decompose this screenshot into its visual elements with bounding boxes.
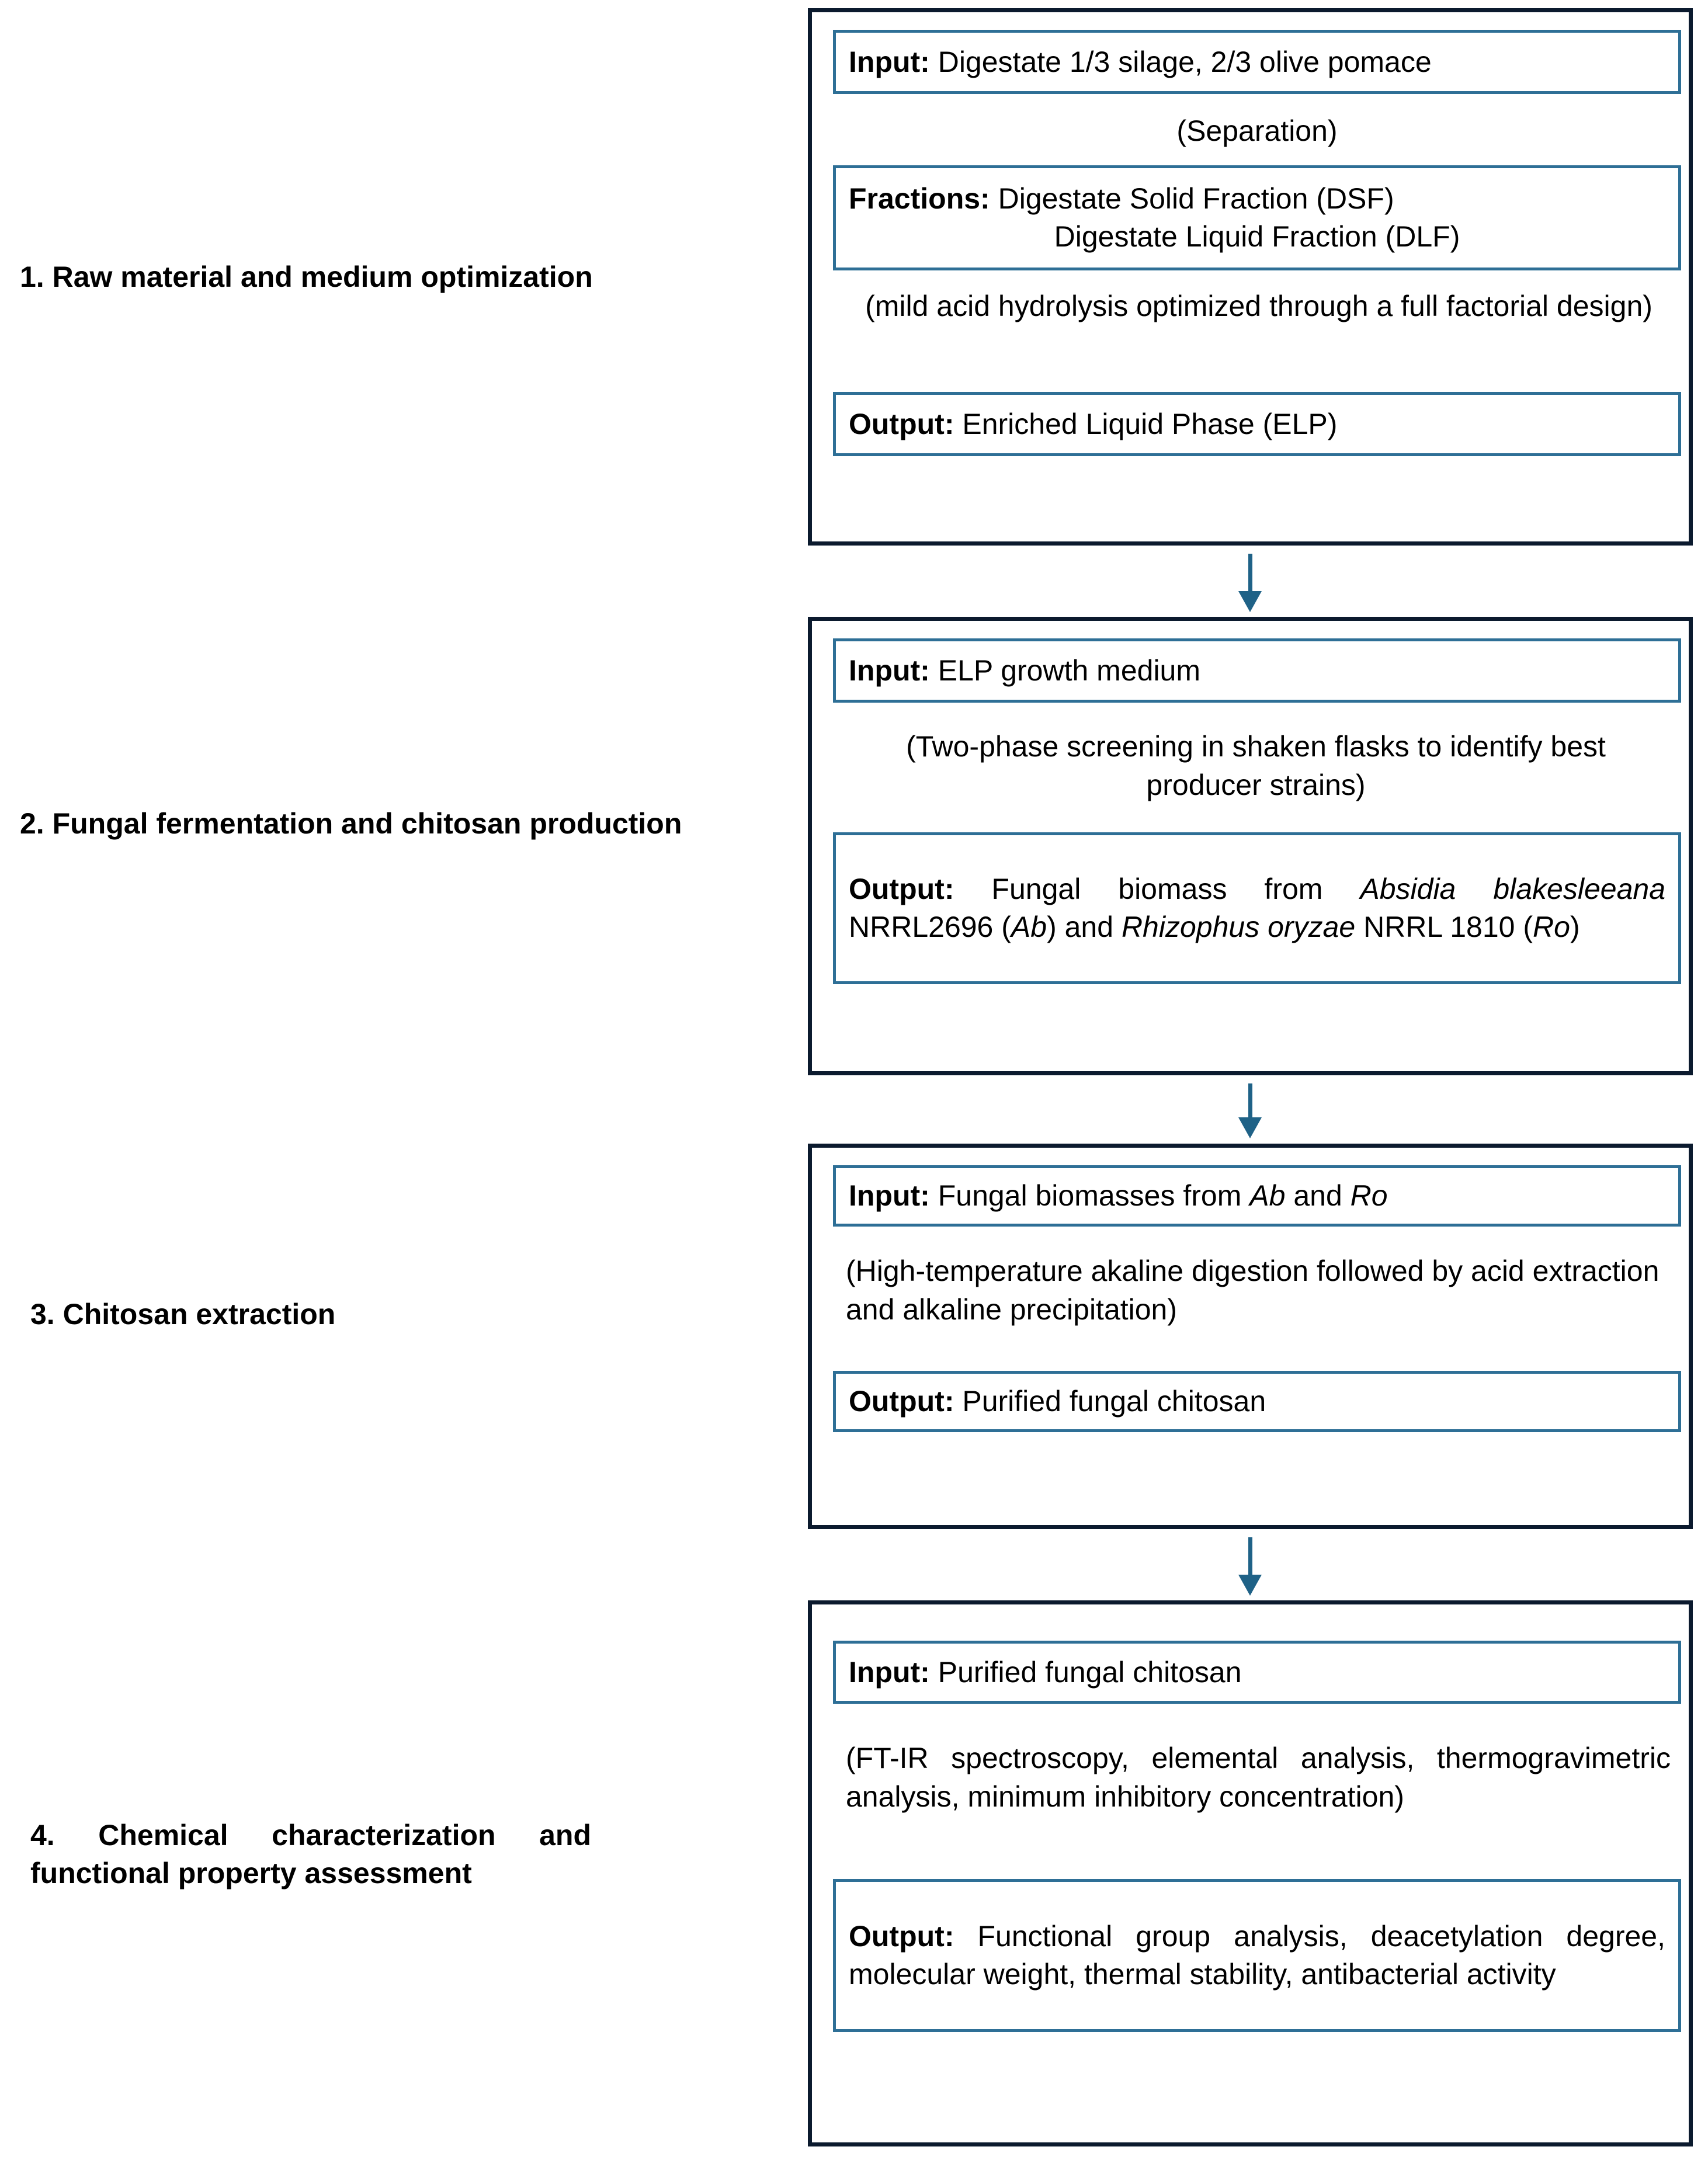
stage1-output-text: Output: Enriched Liquid Phase (ELP) bbox=[836, 405, 1678, 443]
arrow-head-icon bbox=[1238, 591, 1262, 612]
stage1-output-prefix: Output: bbox=[849, 407, 954, 440]
stage4-output-box: Output: Functional group analysis, deace… bbox=[833, 1879, 1681, 2032]
arrow-shaft bbox=[1248, 1537, 1252, 1576]
stage1-input-prefix: Input: bbox=[849, 45, 930, 78]
arrow-stage3-to-stage4 bbox=[1238, 1537, 1262, 1596]
stage3-output-prefix: Output: bbox=[849, 1385, 954, 1418]
stage2-input-prefix: Input: bbox=[849, 654, 930, 687]
stage1-note-hydrolysis: (mild acid hydrolysis optimized through … bbox=[865, 290, 1653, 322]
arrow-head-icon bbox=[1238, 1117, 1262, 1138]
stage2-output-part4: NRRL 1810 ( bbox=[1355, 911, 1533, 943]
stage3-input-text: Input: Fungal biomasses from Ab and Ro bbox=[836, 1177, 1678, 1215]
stage1-output-box: Output: Enriched Liquid Phase (ELP) bbox=[833, 392, 1681, 456]
stage2-output-prefix: Output: bbox=[849, 873, 954, 905]
stage4-output-prefix: Output: bbox=[849, 1920, 954, 1953]
stage2-input-value: ELP growth medium bbox=[929, 654, 1201, 687]
stage2-output-abbr-1: Ab bbox=[1011, 911, 1047, 943]
stage4-input-text: Input: Purified fungal chitosan bbox=[836, 1654, 1678, 1691]
arrow-head-icon bbox=[1238, 1575, 1262, 1596]
stage-box-1: Input: Digestate 1/3 silage, 2/3 olive p… bbox=[808, 8, 1693, 546]
stage2-output-abbr-2: Ro bbox=[1533, 911, 1570, 943]
stage1-fractions-line1: Digestate Solid Fraction (DSF) bbox=[990, 182, 1394, 215]
stage2-output-species-2: Rhizophus oryzae bbox=[1121, 911, 1356, 943]
stage3-output-value: Purified fungal chitosan bbox=[954, 1385, 1266, 1418]
stage1-note-separation: (Separation) bbox=[1176, 114, 1338, 147]
stage2-input-text: Input: ELP growth medium bbox=[836, 652, 1678, 690]
stage-label-3: 3. Chitosan extraction bbox=[30, 1298, 336, 1331]
stage-label-1: 1. Raw material and medium optimization bbox=[20, 260, 593, 293]
stage2-output-text: Output: Fungal biomass from Absidia blak… bbox=[836, 870, 1678, 946]
stage3-input-box: Input: Fungal biomasses from Ab and Ro bbox=[833, 1165, 1681, 1227]
arrow-stage2-to-stage3 bbox=[1238, 1083, 1262, 1139]
arrow-shaft bbox=[1248, 1083, 1252, 1119]
stage3-input-abbr-1: Ab bbox=[1249, 1179, 1286, 1212]
stage2-output-part2: NRRL2696 ( bbox=[849, 911, 1011, 943]
stage-label-2: 2. Fungal fermentation and chitosan prod… bbox=[20, 807, 682, 840]
stage2-note-screening: (Two-phase screening in shaken flasks to… bbox=[906, 730, 1606, 801]
stage-label-4: 4. Chemical characterization and functio… bbox=[30, 1819, 591, 1889]
stage3-input-abbr-2: Ro bbox=[1350, 1179, 1388, 1212]
stage4-input-value: Purified fungal chitosan bbox=[929, 1655, 1242, 1689]
stage1-input-value: Digestate 1/3 silage, 2/3 olive pomace bbox=[929, 45, 1432, 78]
arrow-stage1-to-stage2 bbox=[1238, 554, 1262, 612]
stage2-output-part3: ) and bbox=[1047, 911, 1122, 943]
stage2-output-part5: ) bbox=[1570, 911, 1580, 943]
stage1-fractions-line2: Digestate Liquid Fraction (DLF) bbox=[1054, 220, 1460, 253]
stage1-fractions-prefix: Fractions: bbox=[849, 182, 990, 215]
stage1-output-value: Enriched Liquid Phase (ELP) bbox=[954, 407, 1338, 440]
stage3-output-text: Output: Purified fungal chitosan bbox=[836, 1383, 1678, 1420]
stage3-output-box: Output: Purified fungal chitosan bbox=[833, 1371, 1681, 1432]
stage4-note-characterization: (FT-IR spectroscopy, elemental analysis,… bbox=[846, 1742, 1671, 1813]
stage4-output-value: Functional group analysis, deacetylation… bbox=[849, 1920, 1665, 1991]
stage2-output-box: Output: Fungal biomass from Absidia blak… bbox=[833, 832, 1681, 984]
stage1-input-text: Input: Digestate 1/3 silage, 2/3 olive p… bbox=[836, 43, 1678, 81]
stage2-input-box: Input: ELP growth medium bbox=[833, 638, 1681, 703]
stage1-fractions-text: Fractions: Digestate Solid Fraction (DSF… bbox=[836, 180, 1678, 256]
stage3-input-part1: Fungal biomasses from bbox=[929, 1179, 1250, 1212]
stage2-output-part1: Fungal biomass from bbox=[954, 873, 1360, 905]
stage4-input-box: Input: Purified fungal chitosan bbox=[833, 1641, 1681, 1704]
stage1-fractions-box: Fractions: Digestate Solid Fraction (DSF… bbox=[833, 165, 1681, 270]
stage1-input-box: Input: Digestate 1/3 silage, 2/3 olive p… bbox=[833, 30, 1681, 94]
stage2-output-species-1: Absidia blakesleeana bbox=[1360, 873, 1665, 905]
stage3-input-prefix: Input: bbox=[849, 1179, 930, 1212]
stage3-note-extraction: (High-temperature akaline digestion foll… bbox=[846, 1255, 1660, 1326]
stage-box-3: Input: Fungal biomasses from Ab and Ro (… bbox=[808, 1144, 1693, 1529]
stage3-input-part2: and bbox=[1285, 1179, 1351, 1212]
stage4-input-prefix: Input: bbox=[849, 1655, 930, 1689]
arrow-shaft bbox=[1248, 554, 1252, 592]
stage-box-2: Input: ELP growth medium (Two-phase scre… bbox=[808, 617, 1693, 1075]
stage4-output-text: Output: Functional group analysis, deace… bbox=[836, 1918, 1678, 1993]
stage-box-4: Input: Purified fungal chitosan (FT-IR s… bbox=[808, 1600, 1693, 2146]
